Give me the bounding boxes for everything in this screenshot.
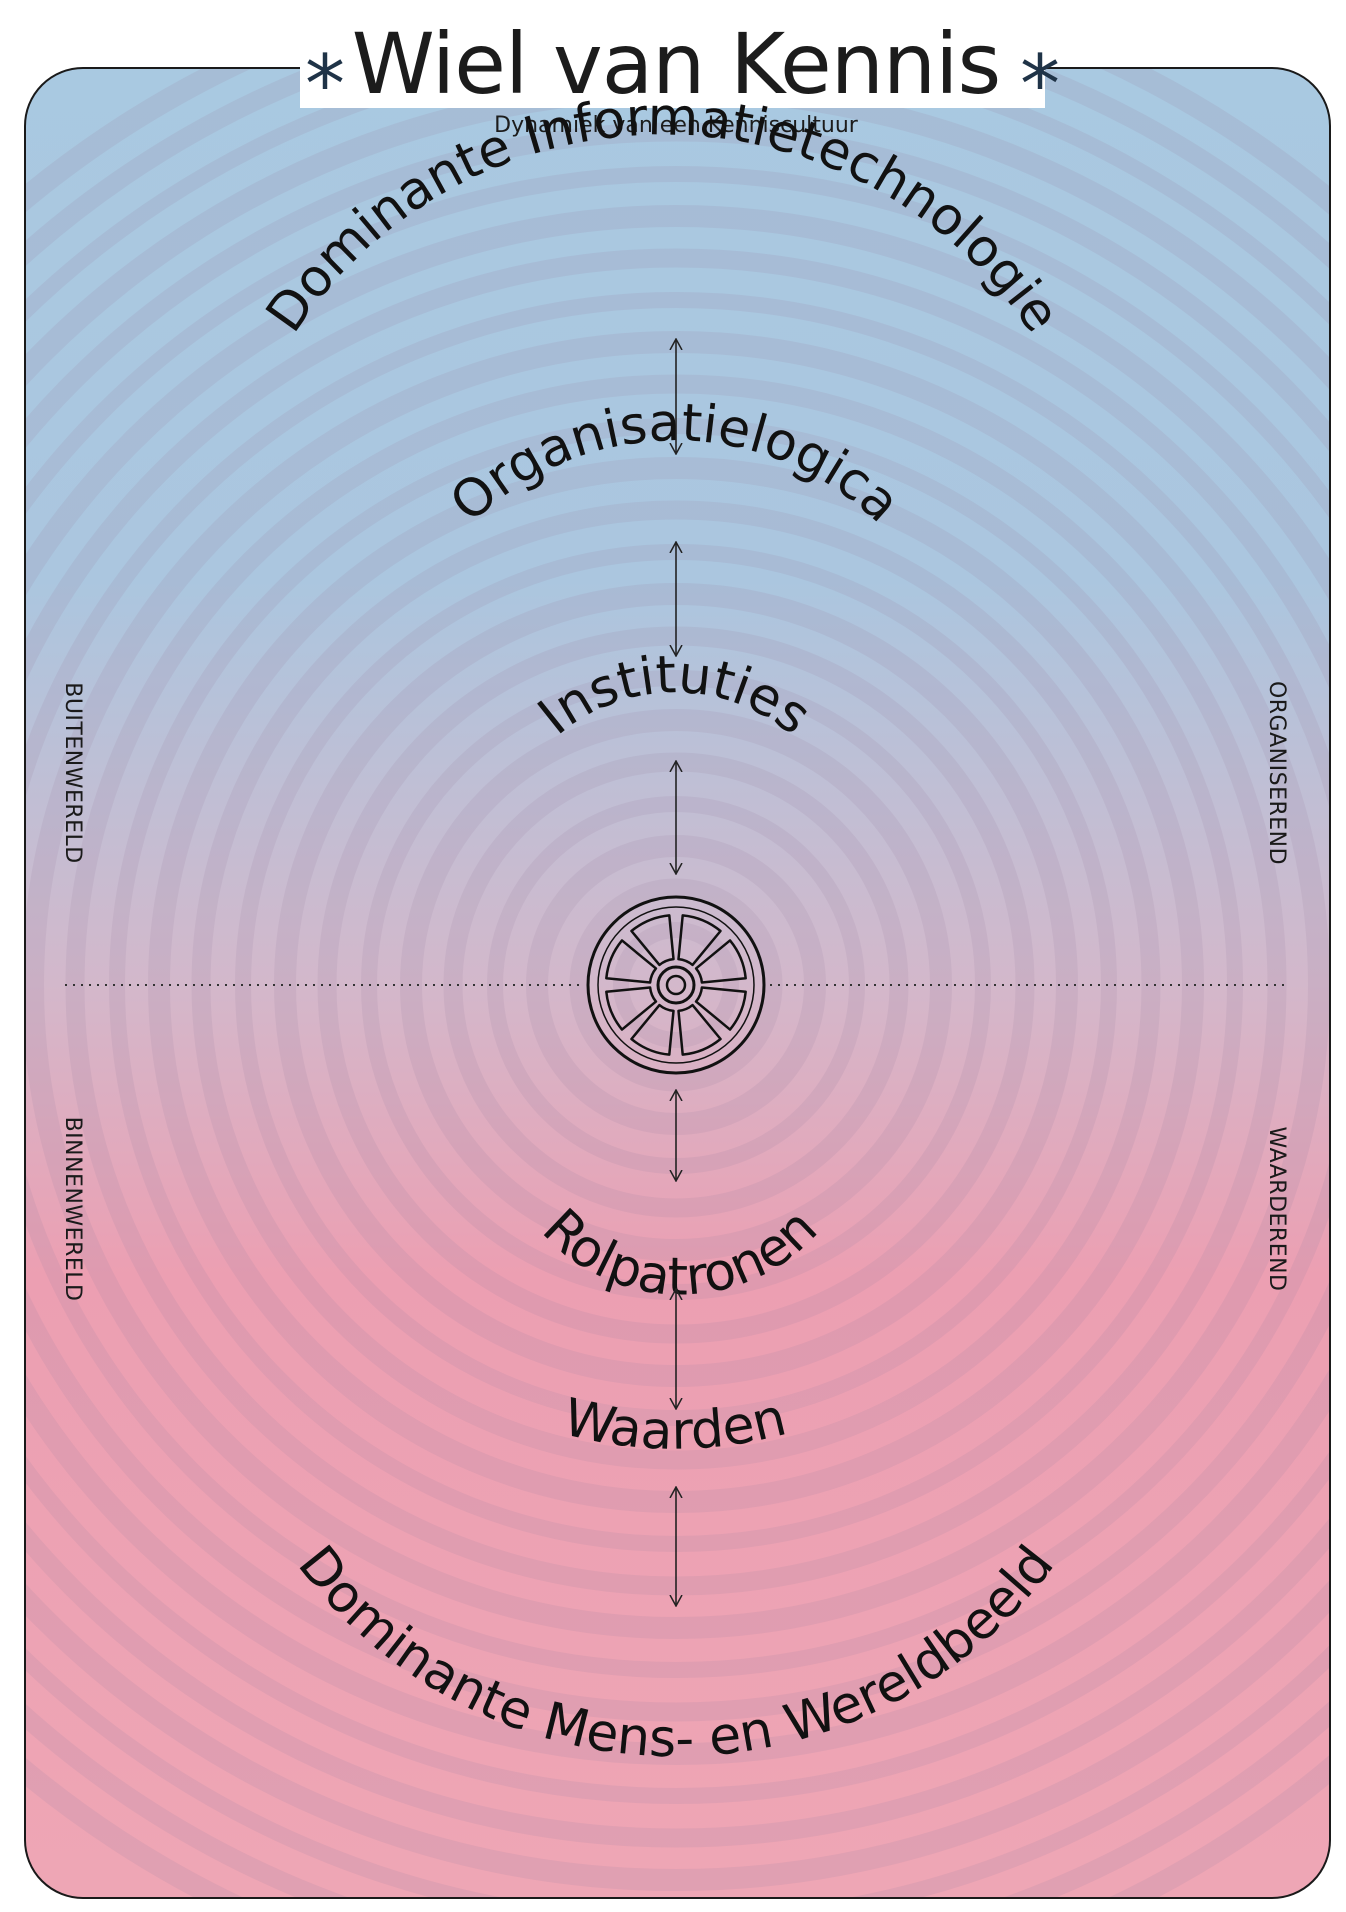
wheel-segment xyxy=(605,939,658,984)
title-ornament-right: * xyxy=(1020,38,1060,131)
page-title: Wiel van Kennis xyxy=(352,15,1001,113)
side-label-binnenwereld: BINNENWERELD xyxy=(60,1117,85,1302)
wheel-segment xyxy=(630,1003,675,1056)
wheel-segment xyxy=(677,914,722,967)
card-background xyxy=(25,68,1330,1898)
wheel-segment xyxy=(694,986,747,1031)
decorative-ring xyxy=(613,922,739,1048)
title-backing xyxy=(300,20,1045,108)
side-label-waarderend: WAARDEREND xyxy=(1264,1127,1289,1292)
decorative-ring xyxy=(25,205,1330,1765)
decorative-ring xyxy=(25,292,1330,1678)
side-label-organiserend: ORGANISEREND xyxy=(1264,681,1289,865)
side-label-buitenwereld: BUITENWERELD xyxy=(60,682,85,864)
wheel-icon xyxy=(586,895,766,1075)
page-subtitle: Dynamiek van een Kenniscultuur xyxy=(494,113,859,138)
title-ornament-left: * xyxy=(305,38,345,131)
wheel-segment xyxy=(677,1003,722,1056)
decorative-ring xyxy=(25,166,1330,1804)
wheel-segment xyxy=(605,986,658,1031)
decorative-ring xyxy=(25,122,1330,1848)
decorative-ring xyxy=(25,248,1330,1722)
wheel-segment xyxy=(694,939,747,984)
wheel-segment xyxy=(630,914,675,967)
